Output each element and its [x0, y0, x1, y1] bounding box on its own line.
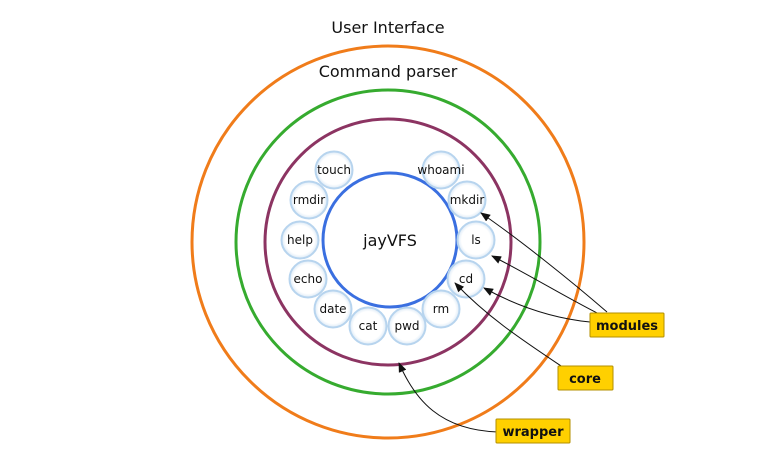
- wrapper-callout: wrapper: [495, 418, 571, 444]
- module-whoami: whoami: [417, 150, 465, 190]
- module-bubble: [288, 259, 328, 299]
- module-label: pwd: [394, 319, 419, 333]
- module-label: touch: [317, 163, 351, 177]
- module-label: cd: [459, 272, 473, 286]
- module-label: whoami: [417, 163, 464, 177]
- core-callout: core: [557, 365, 614, 391]
- modules-callout-label: modules: [596, 319, 658, 334]
- module-help: help: [280, 220, 320, 260]
- arrow-modules-to-ls: [491, 255, 608, 319]
- module-cd: cd: [446, 259, 486, 299]
- module-label: help: [287, 233, 313, 247]
- wrapper-ring: [263, 117, 513, 367]
- module-bubble: [421, 289, 461, 329]
- module-bubble: [456, 220, 496, 260]
- module-label: ls: [471, 233, 481, 247]
- module-bubble: [289, 180, 329, 220]
- modules-callout: modules: [589, 312, 665, 338]
- command-parser-label: Command parser: [319, 62, 458, 81]
- command-parser-ring: [234, 88, 542, 396]
- arrow-modules-to-cd: [483, 287, 591, 323]
- module-ls: ls: [456, 220, 496, 260]
- core-label: jayVFS: [362, 231, 417, 250]
- module-bubble: [447, 180, 487, 220]
- arrow-core-to-core-ring: [454, 282, 571, 373]
- module-label: rmdir: [293, 193, 325, 207]
- module-date: date: [313, 289, 353, 329]
- module-cat: cat: [348, 306, 388, 346]
- module-pwd: pwd: [387, 306, 427, 346]
- arrow-wrapper-to-wrapper-ring: [398, 362, 499, 433]
- module-label: cat: [359, 319, 378, 333]
- core-callout-label: core: [569, 372, 601, 387]
- user-interface-ring: [190, 44, 586, 440]
- module-echo: echo: [288, 259, 328, 299]
- wrapper-callout-label: wrapper: [502, 425, 564, 440]
- module-bubble: [280, 220, 320, 260]
- module-label: echo: [294, 272, 323, 286]
- arrows-group: [398, 212, 608, 433]
- module-rmdir: rmdir: [289, 180, 329, 220]
- module-bubble: [387, 306, 427, 346]
- modules-group: touch whoami rmdir mkdir help ls echo cd date rm c…: [280, 150, 496, 346]
- module-bubble: [421, 150, 461, 190]
- module-mkdir: mkdir: [447, 180, 487, 220]
- arrow-modules-to-mkdir: [480, 212, 608, 313]
- user-interface-label: User Interface: [331, 18, 444, 37]
- module-label: rm: [433, 302, 449, 316]
- module-bubble: [314, 150, 354, 190]
- module-bubble: [313, 289, 353, 329]
- module-label: mkdir: [450, 193, 485, 207]
- module-rm: rm: [421, 289, 461, 329]
- module-bubble: [348, 306, 388, 346]
- module-label: date: [319, 302, 346, 316]
- module-touch: touch: [314, 150, 354, 190]
